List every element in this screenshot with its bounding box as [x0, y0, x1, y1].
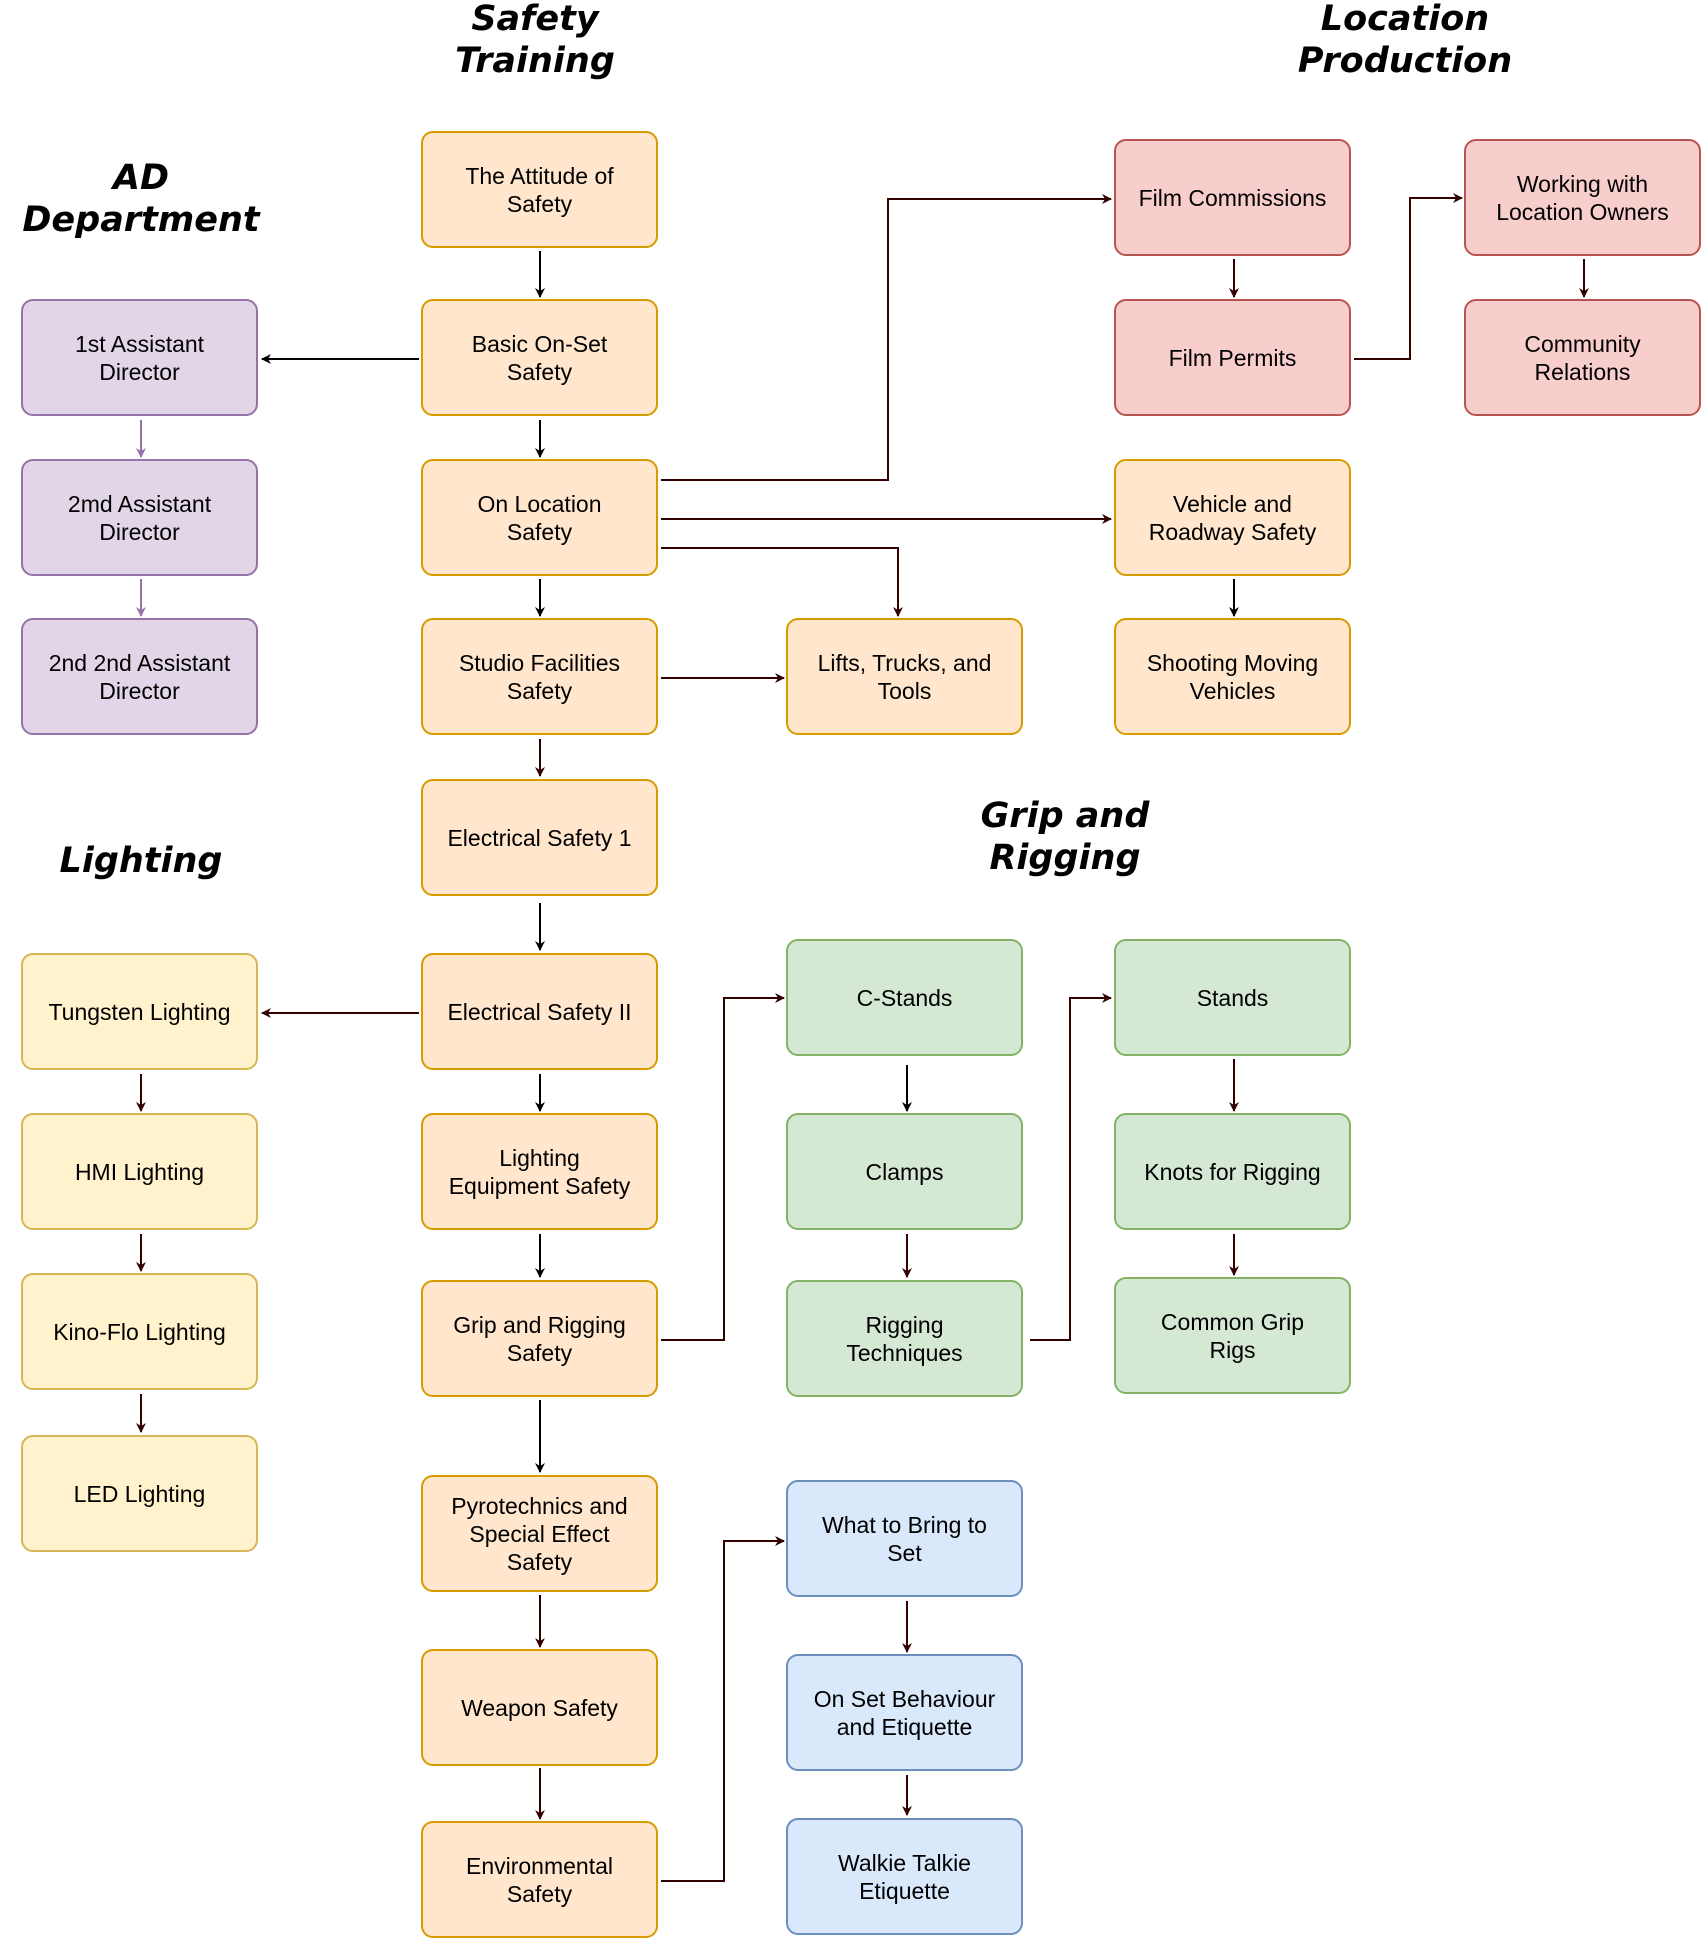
edge-rigging-stands — [1030, 993, 1112, 1341]
node-community-relations[interactable]: Community Relations — [1464, 299, 1701, 416]
node-lighting-equipment-safety[interactable]: Lighting Equipment Safety — [421, 1113, 658, 1230]
node-electrical-safety-2[interactable]: Electrical Safety II — [421, 953, 658, 1070]
node-on-location-safety[interactable]: On Location Safety — [421, 459, 658, 576]
edge-filmpermits-workingowners — [1354, 193, 1463, 360]
node-second-second-assistant-director[interactable]: 2nd 2nd Assistant Director — [21, 618, 258, 735]
edge-onlocation-lifts — [661, 547, 903, 617]
node-knots-for-rigging[interactable]: Knots for Rigging — [1114, 1113, 1351, 1230]
node-rigging-techniques[interactable]: Rigging Techniques — [786, 1280, 1023, 1397]
node-studio-facilities-safety[interactable]: Studio Facilities Safety — [421, 618, 658, 735]
node-shooting-moving-vehicles[interactable]: Shooting Moving Vehicles — [1114, 618, 1351, 735]
heading-ad-department: AD Department — [22, 158, 260, 240]
heading-location-production: Location Production — [1297, 0, 1513, 81]
node-first-assistant-director[interactable]: 1st Assistant Director — [21, 299, 258, 416]
heading-safety-training: Safety Training — [455, 0, 615, 81]
node-tungsten-lighting[interactable]: Tungsten Lighting — [21, 953, 258, 1070]
node-vehicle-roadway-safety[interactable]: Vehicle and Roadway Safety — [1114, 459, 1351, 576]
node-basic-onset-safety[interactable]: Basic On-Set Safety — [421, 299, 658, 416]
edge-onlocation-filmcommissions — [661, 194, 1112, 481]
node-walkie-talkie-etiquette[interactable]: Walkie Talkie Etiquette — [786, 1818, 1023, 1935]
node-working-with-location-owners[interactable]: Working with Location Owners — [1464, 139, 1701, 256]
node-second-assistant-director[interactable]: 2md Assistant Director — [21, 459, 258, 576]
node-pyrotechnics-safety[interactable]: Pyrotechnics and Special Effect Safety — [421, 1475, 658, 1592]
heading-grip-and-rigging: Grip and Rigging — [980, 796, 1150, 878]
node-common-grip-rigs[interactable]: Common Grip Rigs — [1114, 1277, 1351, 1394]
node-led-lighting[interactable]: LED Lighting — [21, 1435, 258, 1552]
node-what-to-bring-to-set[interactable]: What to Bring to Set — [786, 1480, 1023, 1597]
heading-lighting: Lighting — [59, 841, 223, 881]
node-clamps[interactable]: Clamps — [786, 1113, 1023, 1230]
node-electrical-safety-1[interactable]: Electrical Safety 1 — [421, 779, 658, 896]
node-grip-rigging-safety[interactable]: Grip and Rigging Safety — [421, 1280, 658, 1397]
node-film-permits[interactable]: Film Permits — [1114, 299, 1351, 416]
node-on-set-behaviour-etiquette[interactable]: On Set Behaviour and Etiquette — [786, 1654, 1023, 1771]
node-kino-flo-lighting[interactable]: Kino-Flo Lighting — [21, 1273, 258, 1390]
node-film-commissions[interactable]: Film Commissions — [1114, 139, 1351, 256]
node-c-stands[interactable]: C-Stands — [786, 939, 1023, 1056]
node-hmi-lighting[interactable]: HMI Lighting — [21, 1113, 258, 1230]
node-attitude-of-safety[interactable]: The Attitude of Safety — [421, 131, 658, 248]
node-lifts-trucks-tools[interactable]: Lifts, Trucks, and Tools — [786, 618, 1023, 735]
edge-grip-cstands — [661, 993, 785, 1341]
node-weapon-safety[interactable]: Weapon Safety — [421, 1649, 658, 1766]
node-stands[interactable]: Stands — [1114, 939, 1351, 1056]
node-environmental-safety[interactable]: Environmental Safety — [421, 1821, 658, 1938]
edge-environmental-whattobring — [661, 1536, 785, 1882]
